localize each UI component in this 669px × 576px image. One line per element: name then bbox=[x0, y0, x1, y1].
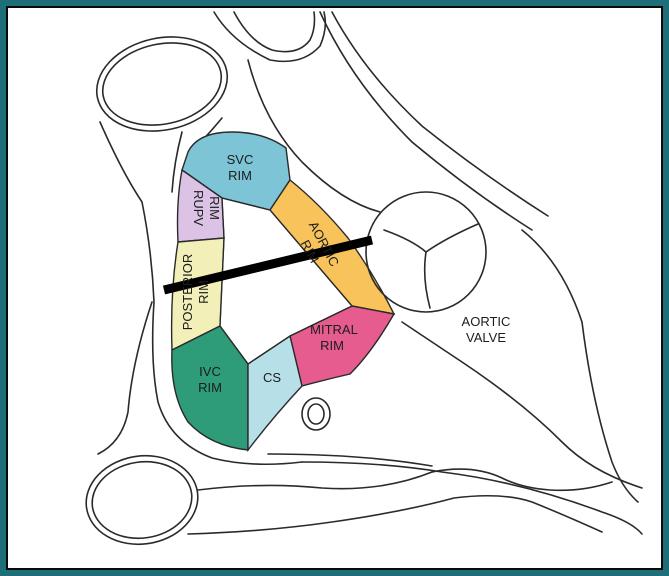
ivc-lower-wall bbox=[188, 496, 602, 534]
atrium-bottom-wall bbox=[302, 462, 642, 534]
svg-text:RUPV: RUPV bbox=[191, 190, 206, 226]
superior-vena-cava bbox=[88, 25, 236, 142]
aortic-valve-label-2: VALVE bbox=[466, 330, 506, 345]
atrium-outer-left bbox=[98, 302, 152, 454]
svg-text:RIM: RIM bbox=[207, 196, 222, 220]
atrial-septum-rims-diagram: SVC RIM RUPV RIM POSTERIOR RIM AORTIC RI… bbox=[8, 8, 661, 568]
aortic-cusp-line-2 bbox=[426, 224, 478, 252]
aorta-rim-top bbox=[214, 12, 325, 61]
cs-label: CS bbox=[263, 370, 281, 385]
mitral-rim-label-2: RIM bbox=[320, 338, 344, 353]
svc-rim-label-1: SVC bbox=[227, 152, 254, 167]
ivc-opening bbox=[80, 449, 203, 552]
aortic-cusp-line-1 bbox=[384, 230, 426, 252]
aortic-valve bbox=[366, 192, 486, 312]
aortic-cusp-line-3 bbox=[425, 252, 430, 308]
inferior-vena-cava bbox=[80, 449, 612, 552]
svg-text:RIM: RIM bbox=[196, 280, 211, 304]
aortic-valve-label-1: AORTIC bbox=[462, 314, 511, 329]
ivc-rim-label-1: IVC bbox=[199, 364, 221, 379]
svc-opening-inner bbox=[95, 32, 229, 135]
ivc-rim-label-2: RIM bbox=[198, 380, 222, 395]
svg-text:POSTERIOR: POSTERIOR bbox=[180, 254, 195, 331]
cs-ostium-inner bbox=[308, 404, 324, 424]
aorta-right-wall-outer bbox=[332, 12, 548, 216]
atrium-right-wall bbox=[522, 230, 638, 502]
diagram-panel: SVC RIM RUPV RIM POSTERIOR RIM AORTIC RI… bbox=[6, 6, 663, 570]
cs-segment bbox=[248, 336, 302, 450]
svc-rim-label-2: RIM bbox=[228, 168, 252, 183]
mitral-rim-label-1: MITRAL bbox=[310, 322, 358, 337]
atrium-septal-fold bbox=[402, 322, 642, 488]
cs-ostium-outer bbox=[302, 398, 330, 430]
coronary-sinus-ostium bbox=[302, 398, 330, 430]
ivc-upper-wall bbox=[198, 472, 432, 490]
ivc-opening-inner bbox=[87, 455, 197, 544]
atrium-bottom-inner bbox=[268, 454, 432, 466]
